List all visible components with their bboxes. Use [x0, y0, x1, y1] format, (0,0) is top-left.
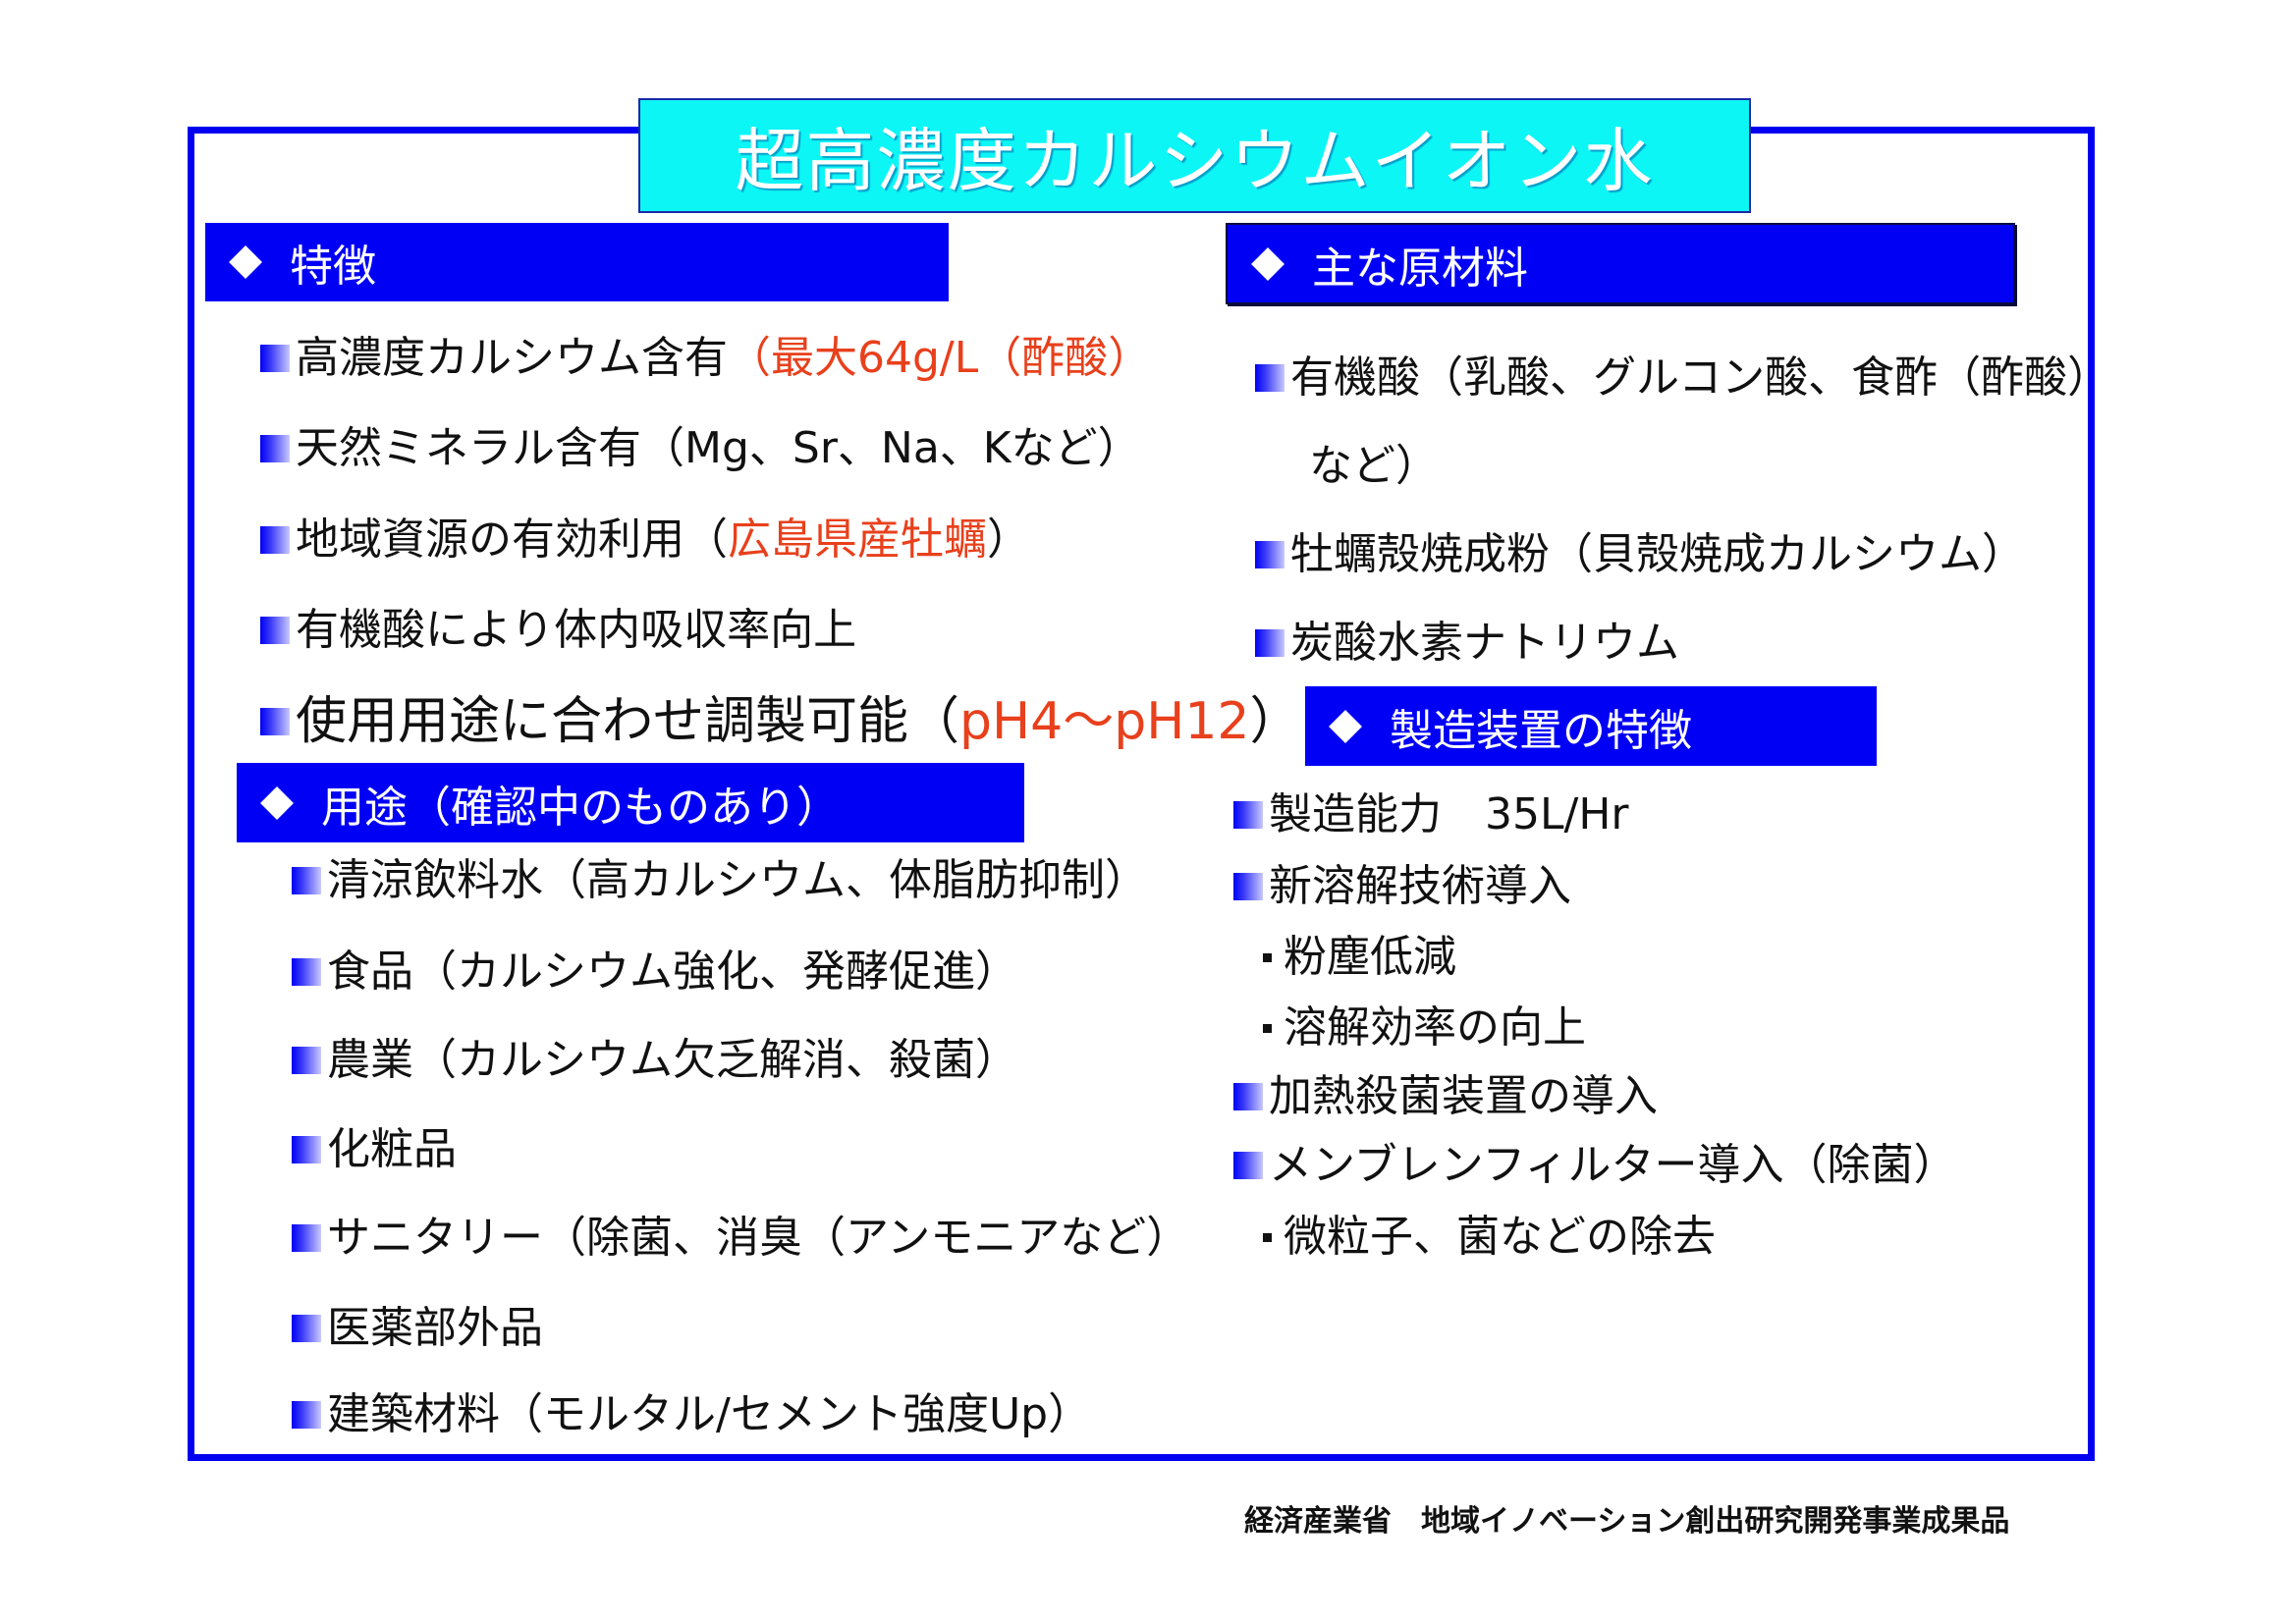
use-item: 建築材料（モルタル/セメント強度Up） — [292, 1385, 1091, 1444]
square-bullet-icon — [1233, 801, 1263, 829]
square-bullet-icon — [1255, 364, 1285, 392]
square-bullet-icon — [292, 1315, 321, 1342]
highlight-text: 広島県産牡蠣 — [728, 514, 987, 565]
materials-header: 主な原材料 — [1226, 223, 2015, 304]
square-bullet-icon — [260, 526, 290, 554]
use-item: 化粧品 — [292, 1120, 457, 1179]
diamond-icon — [1329, 710, 1362, 743]
material-item: 有機酸（乳酸、グルコン酸、食酢（酢酸） — [1255, 349, 2110, 407]
diamond-icon — [229, 245, 262, 279]
square-bullet-icon — [292, 867, 321, 894]
square-bullet-icon — [1255, 629, 1285, 657]
material-item-continued: など） — [1309, 441, 1439, 491]
equipment-subitem: 溶解効率の向上 — [1257, 999, 1586, 1057]
square-bullet-icon — [292, 1224, 321, 1252]
square-bullet-icon — [1255, 541, 1285, 568]
square-bullet-icon — [260, 708, 290, 735]
dot-bullet-icon — [1263, 952, 1272, 962]
highlight-text: pH4～pH12 — [959, 692, 1250, 751]
square-bullet-icon — [260, 345, 290, 372]
square-bullet-icon — [1233, 873, 1263, 900]
square-bullet-icon — [292, 1401, 321, 1429]
square-bullet-icon — [1233, 1152, 1263, 1179]
feature-item: 地域資源の有効利用（ 広島県産牡蠣 ） — [260, 511, 1030, 569]
feature-item: 高濃度カルシウム含有 （最大64g/L（酢酸） — [260, 329, 1151, 388]
feature-item: 使用用途に合わせ調製可能（ pH4～pH12 ） — [260, 692, 1301, 751]
square-bullet-icon — [1233, 1083, 1263, 1110]
features-header-label: 特徴 — [290, 242, 376, 292]
material-item: 牡蠣殻焼成粉（貝殻焼成カルシウム） — [1255, 525, 2025, 584]
square-bullet-icon — [292, 1047, 321, 1074]
equipment-item: 加熱殺菌装置の導入 — [1233, 1067, 1658, 1126]
material-item: 炭酸水素ナトリウム — [1255, 614, 1679, 673]
use-item: サニタリー（除菌、消臭（アンモニアなど） — [292, 1209, 1189, 1268]
uses-header: 用途（確認中のものあり） — [237, 763, 1024, 842]
title-banner: 超高濃度カルシウムイオン水 — [638, 98, 1751, 213]
equipment-subitem: 粉塵低減 — [1257, 928, 1456, 987]
dot-bullet-icon — [1263, 1023, 1272, 1033]
equipment-header: 製造装置の特徴 — [1305, 686, 1877, 766]
equipment-subitem: 微粒子、菌などの除去 — [1257, 1208, 1716, 1267]
square-bullet-icon — [292, 1136, 321, 1163]
page-title: 超高濃度カルシウムイオン水 — [735, 121, 1655, 201]
feature-item: 天然ミネラル含有（Mg、Sr、Na、Kなど） — [260, 419, 1141, 478]
use-item: 食品（カルシウム強化、発酵促進） — [292, 943, 1018, 1001]
equipment-header-label: 製造装置の特徴 — [1390, 705, 1692, 756]
diamond-icon — [1251, 247, 1285, 281]
square-bullet-icon — [260, 435, 290, 462]
use-item: 農業（カルシウム欠乏解消、殺菌） — [292, 1031, 1018, 1090]
square-bullet-icon — [260, 617, 290, 644]
use-item: 医薬部外品 — [292, 1299, 543, 1358]
square-bullet-icon — [292, 958, 321, 986]
diamond-icon — [260, 786, 294, 820]
materials-header-label: 主な原材料 — [1312, 243, 1528, 294]
equipment-item: 製造能力 35L/Hr — [1233, 785, 1629, 844]
dot-bullet-icon — [1263, 1232, 1272, 1242]
uses-header-label: 用途（確認中のものあり） — [321, 782, 840, 833]
highlight-text: （最大64g/L（酢酸） — [728, 333, 1152, 383]
feature-item: 有機酸により体内吸収率向上 — [260, 601, 856, 660]
use-item: 清涼飲料水（高カルシウム、体脂肪抑制） — [292, 851, 1148, 910]
equipment-item: 新溶解技術導入 — [1233, 857, 1571, 916]
footer-credit: 経済産業省 地域イノベーション創出研究開発事業成果品 — [1244, 1504, 2010, 1539]
features-header: 特徴 — [205, 223, 949, 301]
equipment-item: メンブレンフィルター導入（除菌） — [1233, 1136, 1956, 1195]
